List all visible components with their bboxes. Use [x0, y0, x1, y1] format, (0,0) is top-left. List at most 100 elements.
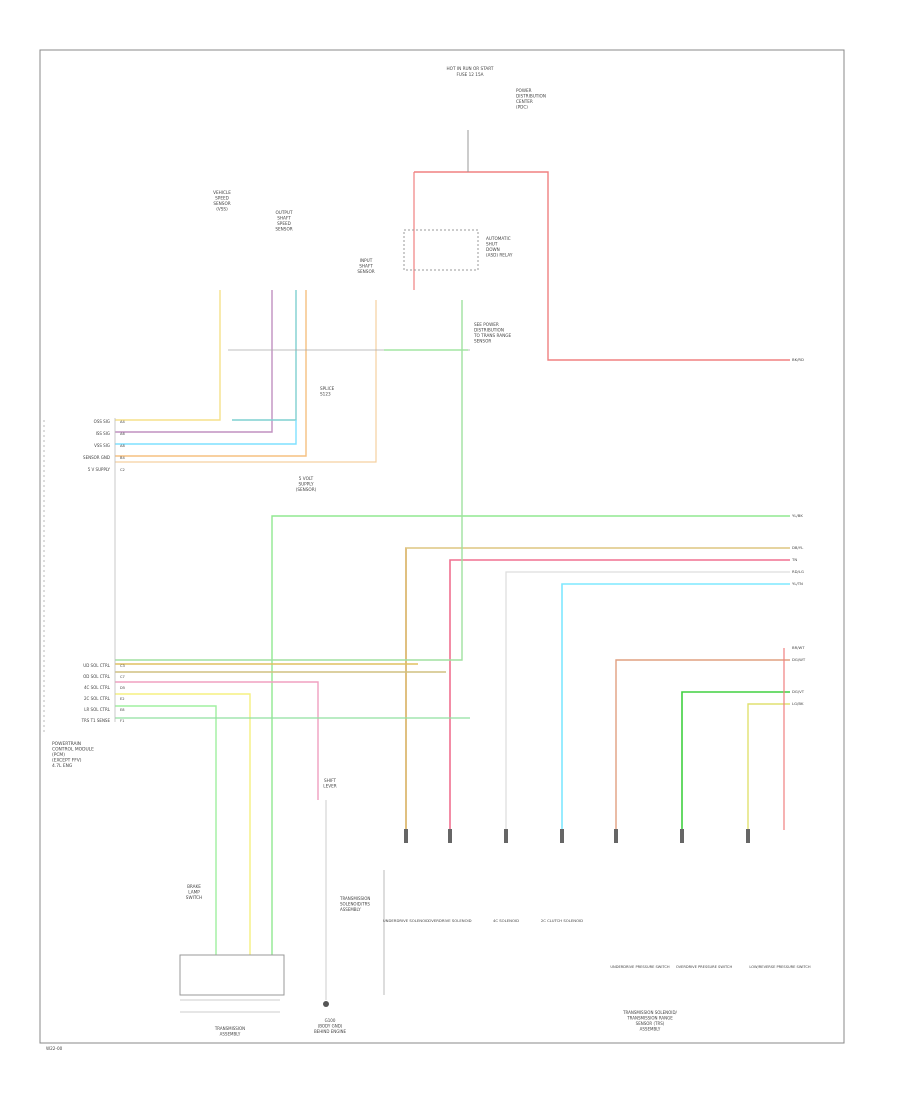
- sensor-right-label: INPUT: [360, 258, 373, 263]
- pcm-pin-bottom-label: 4C SOL CTRL: [84, 685, 111, 690]
- wire-color-label: YL/TN: [792, 581, 803, 586]
- ground-dot: [323, 1001, 329, 1007]
- wire-od-sol: [449, 559, 790, 830]
- pressure-title: SENSOR (TRS): [636, 1021, 665, 1026]
- brake-switch-label: LAMP: [188, 890, 200, 895]
- trans-note: ASSEMBLY: [340, 907, 361, 912]
- wire-ud-sol: [405, 547, 790, 830]
- top-source-side: DISTRIBUTION: [516, 94, 546, 99]
- pcm-pin-code: D5: [120, 686, 125, 690]
- pcm-pin-top-label: OSS SIG: [94, 419, 110, 424]
- asd-relay-label: (ASD) RELAY: [486, 253, 513, 258]
- harness-note: DISTRIBUTION: [474, 328, 504, 333]
- shift-lever-label: SHIFT: [324, 778, 336, 783]
- harness-note: SEE POWER: [474, 322, 499, 327]
- trans-assembly-label: ASSEMBLY: [220, 1032, 241, 1037]
- pressure-switch-connector: [746, 829, 750, 843]
- wire-color-label: BR/WT: [792, 645, 805, 650]
- top-source-side: CENTER: [516, 99, 533, 104]
- top-source-title: HOT IN RUN OR START: [447, 66, 494, 71]
- pcm-pin-bottom-label: TRS T1 SENSE: [81, 718, 111, 723]
- ground-label: SUPPLY: [298, 482, 314, 487]
- sensor-mid-label: SPEED: [277, 221, 291, 226]
- asd-relay-label: AUTOMATIC: [486, 236, 511, 241]
- wire-sensor-loop: [232, 290, 297, 421]
- pcm-pin-top-label: VSS SIG: [94, 443, 110, 448]
- pcm-pin-top-label: SENSOR GND: [83, 455, 110, 460]
- wire-color-label: DG/VT: [792, 689, 805, 694]
- ground-g100-label: BEHIND ENGINE: [314, 1029, 347, 1034]
- ground-g100-label: (BODY GND): [318, 1024, 343, 1029]
- pcm-pin-code: F1: [120, 719, 124, 723]
- asd-relay-label: SHUT: [486, 242, 498, 247]
- asd-relay-box: [403, 229, 479, 271]
- splice-label: S123: [320, 392, 331, 397]
- wire-4c-sol: [505, 571, 790, 830]
- solenoid-label: OVERDRIVE SOLENOID: [428, 918, 471, 923]
- wire-sensor-gnd: [115, 290, 307, 457]
- wire-color-label: BK/RD: [792, 357, 804, 362]
- wire-red-feed: [414, 171, 790, 361]
- pcm-pin-bottom-label: OD SOL CTRL: [83, 674, 111, 679]
- wire-color-label: DB/YL: [792, 545, 804, 550]
- wire-5v-supply: [115, 300, 377, 463]
- wire-pcm-lr: [115, 705, 217, 955]
- pcm-pin-code: B4: [120, 456, 125, 460]
- harness-note: SENSOR: [474, 339, 491, 344]
- splice-label: SPLICE: [320, 386, 335, 391]
- sensor-left-label: VEHICLE: [213, 190, 231, 195]
- wire-ud-press: [615, 659, 790, 830]
- pcm-pin-code: A4: [120, 420, 125, 424]
- wire-color-label: TN: [791, 557, 797, 562]
- sensor-right-label: SENSOR: [357, 269, 374, 274]
- brake-switch-label: SWITCH: [186, 895, 202, 900]
- wire-pcm-2c: [115, 693, 251, 955]
- solenoid-connector: [404, 829, 408, 843]
- trans-assembly-label: TRANSMISSION: [214, 1026, 245, 1031]
- wire-2c-sol: [561, 583, 790, 830]
- pcm-pin-code: C3: [120, 664, 125, 668]
- sensor-left-label: SENSOR: [213, 201, 230, 206]
- pcm-pin-code: E8: [120, 708, 125, 712]
- pcm-label: (EXCEPT FFV): [52, 758, 82, 764]
- solenoid-label: 2C CLUTCH SOLENOID: [541, 918, 583, 923]
- pcm-pin-code: E2: [120, 697, 125, 701]
- wire-pcm-4c: [115, 681, 319, 800]
- ground-label: 5 VOLT: [299, 476, 314, 481]
- wire-iss-sig: [115, 290, 273, 433]
- pressure-switch-label: LOW/REVERSE PRESSURE SWITCH: [749, 965, 811, 969]
- pcm-label: (PCM): [52, 752, 65, 758]
- trans-note: TRANSMISSION: [339, 896, 370, 901]
- sensor-left-label: (VSS): [216, 207, 228, 212]
- trans-note: SOLENOID/TRS: [340, 902, 370, 907]
- pressure-switch-connector: [614, 829, 618, 843]
- footer-code: W22-00: [46, 1046, 63, 1051]
- top-source-side: (PDC): [516, 105, 528, 110]
- wire-color-label: RD/LG: [792, 569, 804, 574]
- pressure-switch-label: UNDERDRIVE PRESSURE SWITCH: [610, 965, 669, 969]
- sensor-mid-label: OUTPUT: [275, 210, 293, 215]
- wire-oss-sig: [115, 290, 221, 421]
- pressure-title: TRANSMISSION SOLENOID/: [622, 1010, 677, 1015]
- top-source-side: POWER: [516, 88, 532, 93]
- sensor-mid-label: SHAFT: [277, 216, 291, 221]
- pcm-pin-code: A6: [120, 432, 125, 436]
- pressure-switch-label: OVERDRIVE PRESSURE SWITCH: [676, 965, 733, 969]
- sensor-left-label: SPEED: [215, 196, 229, 201]
- wire-relay-down: [115, 300, 463, 661]
- shift-lever-label: LEVER: [323, 784, 336, 789]
- pcm-pin-code: A8: [120, 444, 125, 448]
- solenoid-label: UNDERDRIVE SOLENOID: [383, 918, 429, 923]
- pressure-title: TRANSMISSION RANGE: [626, 1016, 673, 1021]
- pcm-label: CONTROL MODULE: [52, 747, 94, 753]
- brake-switch-box: [179, 954, 285, 996]
- pcm-pin-bottom-label: UD SOL CTRL: [83, 663, 110, 668]
- wire-color-label: YL/BK: [792, 513, 803, 518]
- ground-label: (SENSOR): [296, 487, 317, 492]
- diagram-frame: [39, 49, 845, 1044]
- ground-g100-label: G100: [325, 1018, 336, 1023]
- sensor-mid-label: SENSOR: [275, 227, 292, 232]
- solenoid-connector: [504, 829, 508, 843]
